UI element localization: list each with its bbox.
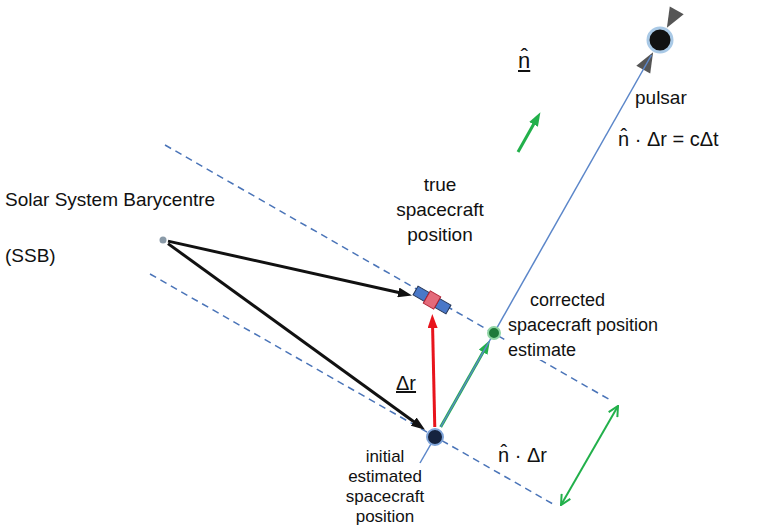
node-shape: [645, 25, 675, 55]
pulsar-symbol: pulsar: [645, 25, 675, 55]
node-label: Solar System Barycentre (SSB): [5, 189, 215, 266]
node-shape: [412, 286, 452, 314]
pulsar-beams: [636, 6, 683, 73]
text-box: Δr: [396, 372, 416, 395]
spacecraft-icon: [412, 284, 452, 315]
position-dot: initial estimated spacecraft position: [425, 427, 445, 447]
math-label: n̂: [518, 48, 530, 73]
connector: [168, 244, 418, 425]
text-box: corrected spacecraft position estimate: [508, 288, 673, 363]
node-label: corrected spacecraft position estimate: [508, 290, 658, 360]
math-label: n̂ · Δr: [498, 444, 547, 466]
spacecraft-icon: true spacecraft position: [412, 286, 452, 314]
direction-arrow: [518, 120, 536, 152]
corrected-dot: [488, 327, 500, 339]
text-box: true spacecraft position: [390, 172, 490, 247]
text-box: pulsar: [635, 86, 715, 110]
node-label: pulsar: [635, 87, 687, 108]
node-shape: [425, 427, 445, 447]
text-box: n̂: [518, 48, 530, 74]
wavefront-line: [165, 145, 612, 401]
position-dot: corrected spacecraft position estimate: [487, 326, 501, 340]
node-label: true spacecraft position: [396, 174, 484, 245]
edge-label: Δr: [396, 372, 416, 394]
text-box: initial estimated spacecraft position: [335, 447, 435, 527]
connector: [433, 323, 435, 427]
spacecraft-body: [423, 291, 440, 309]
initial-dot: [427, 429, 443, 445]
node-shape: [487, 326, 501, 340]
barycentre-point: Solar System Barycentre (SSB): [158, 235, 168, 245]
barycentre-dot: [160, 237, 167, 244]
node-shape: [158, 235, 168, 245]
distance-arrow: [561, 406, 618, 505]
text-box: n̂ · Δr: [498, 444, 547, 467]
pulsar-disc: [648, 28, 672, 52]
math-label: n̂ · Δr = cΔt: [618, 128, 719, 150]
node-label: initial estimated spacecraft position: [346, 447, 424, 526]
text-box: Solar System Barycentre (SSB): [5, 172, 225, 284]
text-box: n̂ · Δr = cΔt: [618, 128, 719, 151]
